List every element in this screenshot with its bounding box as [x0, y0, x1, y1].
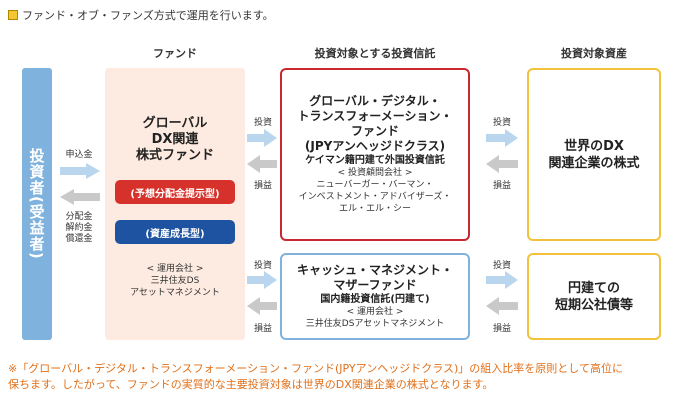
fund-title-line-3: 株式ファンド — [135, 148, 214, 163]
trust-2-title-line-2: マザーファンド — [333, 278, 417, 292]
fund-title-line-1: グローバル — [142, 116, 208, 131]
invest-arrow-4-icon — [486, 271, 518, 289]
footnote-line-1: ※「グローバル・デジタル・トランスフォーメーション・ファンド(JPYアンヘッジド… — [8, 362, 623, 375]
trust-1-title-line-3: ファンド — [350, 124, 399, 138]
fund-manager-header: < 運用会社 > — [146, 264, 204, 274]
asset-2-line-2: 短期公社債等 — [554, 297, 633, 313]
share-class-growth: (資産成長型) — [115, 220, 235, 244]
fund-manager: < 運用会社 > 三井住友DS アセットマネジメント — [105, 263, 245, 299]
profit-arrow-2-icon — [247, 297, 277, 315]
footnote: ※「グローバル・デジタル・トランスフォーメーション・ファンド(JPYアンヘッジド… — [8, 361, 674, 393]
subscription-label: 申込金 — [65, 150, 93, 160]
invest-arrow-3-icon — [486, 129, 518, 147]
subscription-arrow-icon — [60, 163, 100, 179]
column-head-fund: ファンド — [153, 47, 197, 60]
profit-arrow-1-icon — [247, 155, 277, 173]
trust-1-advisor-line-2: インベストメント・アドバイザーズ・ — [298, 192, 452, 202]
trust-1-advisor-line-3: エル・エル・シー — [338, 204, 411, 214]
share-class-distribution: (予想分配金提示型) — [115, 180, 235, 204]
distribution-arrow-icon — [60, 189, 100, 205]
redemption-label: 解約金 — [65, 223, 93, 233]
investor-box: 投資者(受益者) — [22, 68, 52, 340]
investor-label: 投資者(受益者) — [27, 148, 46, 260]
trust-2-manager-header: < 運用会社 > — [346, 307, 404, 317]
distribution-label: 分配金 — [65, 212, 93, 222]
fund-manager-line-1: 三井住友DS — [150, 276, 200, 286]
fund-box — [105, 68, 245, 340]
invest-arrow-1-icon — [247, 129, 277, 147]
trust-1-title-line-1: グローバル・デジタル・ — [309, 94, 441, 108]
trust-1-advisor: < 投資顧問会社 > ニューバーガー・バーマン・ インベストメント・アドバイザー… — [299, 167, 452, 215]
trust-1-title-line-4: (JPYアンヘッジドクラス) — [304, 139, 446, 153]
trust-2-title: キャッシュ・マネジメント・ マザーファンド — [297, 263, 453, 293]
trust-1-title-line-2: トランスフォーメーション・ — [297, 109, 453, 123]
asset-box-short-bonds: 円建ての 短期公社債等 — [527, 253, 661, 340]
invest-arrow-2-icon — [247, 271, 277, 289]
trust-box-gdx: グローバル・デジタル・ トランスフォーメーション・ ファンド (JPYアンヘッジ… — [280, 68, 470, 241]
trust-2-title-line-1: キャッシュ・マネジメント・ — [296, 263, 453, 277]
asset-2-line-1: 円建ての — [567, 280, 620, 296]
trust-1-sub: ケイマン籍円建て外国投資信託 — [305, 155, 445, 166]
column-head-trusts: 投資対象とする投資信託 — [314, 47, 436, 60]
asset-1-line-1: 世界のDX — [564, 138, 624, 154]
trust-2-sub: 国内籍投資信託(円建て) — [320, 294, 430, 305]
trust-1-title: グローバル・デジタル・ トランスフォーメーション・ ファンド (JPYアンヘッジ… — [297, 94, 452, 154]
fund-title-line-2: DX関連 — [151, 132, 199, 147]
trust-2-manager: < 運用会社 > 三井住友DSアセットマネジメント — [306, 306, 444, 330]
profit-arrow-4-icon — [486, 297, 518, 315]
footnote-line-2: 保ちます。したがって、ファンドの実質的な主要投資対象は世界のDX関連企業の株式と… — [8, 378, 494, 391]
invest-label-2: 投資 — [253, 261, 272, 271]
header-marker — [8, 10, 18, 20]
asset-1-line-2: 関連企業の株式 — [548, 155, 640, 171]
header-text: ファンド・オブ・ファンズ方式で運用を行います。 — [22, 9, 274, 22]
trust-2-manager-line-1: 三井住友DSアセットマネジメント — [305, 319, 445, 329]
asset-2-text: 円建ての 短期公社債等 — [555, 280, 633, 314]
payout-labels: 分配金 解約金 償還金 — [54, 212, 104, 245]
invest-label-4: 投資 — [492, 261, 511, 271]
profit-arrow-3-icon — [486, 155, 518, 173]
fund-manager-line-2: アセットマネジメント — [130, 288, 220, 298]
profit-label-1: 損益 — [253, 181, 272, 191]
maturity-label: 償還金 — [65, 234, 93, 244]
profit-label-2: 損益 — [253, 324, 272, 334]
trust-box-cash: キャッシュ・マネジメント・ マザーファンド 国内籍投資信託(円建て) < 運用会… — [280, 253, 470, 340]
fund-title: グローバル DX関連 株式ファンド — [105, 116, 245, 164]
profit-label-3: 損益 — [492, 181, 511, 191]
asset-1-text: 世界のDX 関連企業の株式 — [548, 138, 639, 172]
column-head-assets: 投資対象資産 — [561, 47, 627, 60]
trust-1-advisor-header: < 投資顧問会社 > — [337, 168, 413, 178]
trust-1-advisor-line-1: ニューバーガー・バーマン・ — [316, 180, 434, 190]
invest-label-1: 投資 — [253, 118, 272, 128]
invest-label-3: 投資 — [492, 118, 511, 128]
profit-label-4: 損益 — [492, 324, 511, 334]
asset-box-dx-equities: 世界のDX 関連企業の株式 — [527, 68, 661, 241]
